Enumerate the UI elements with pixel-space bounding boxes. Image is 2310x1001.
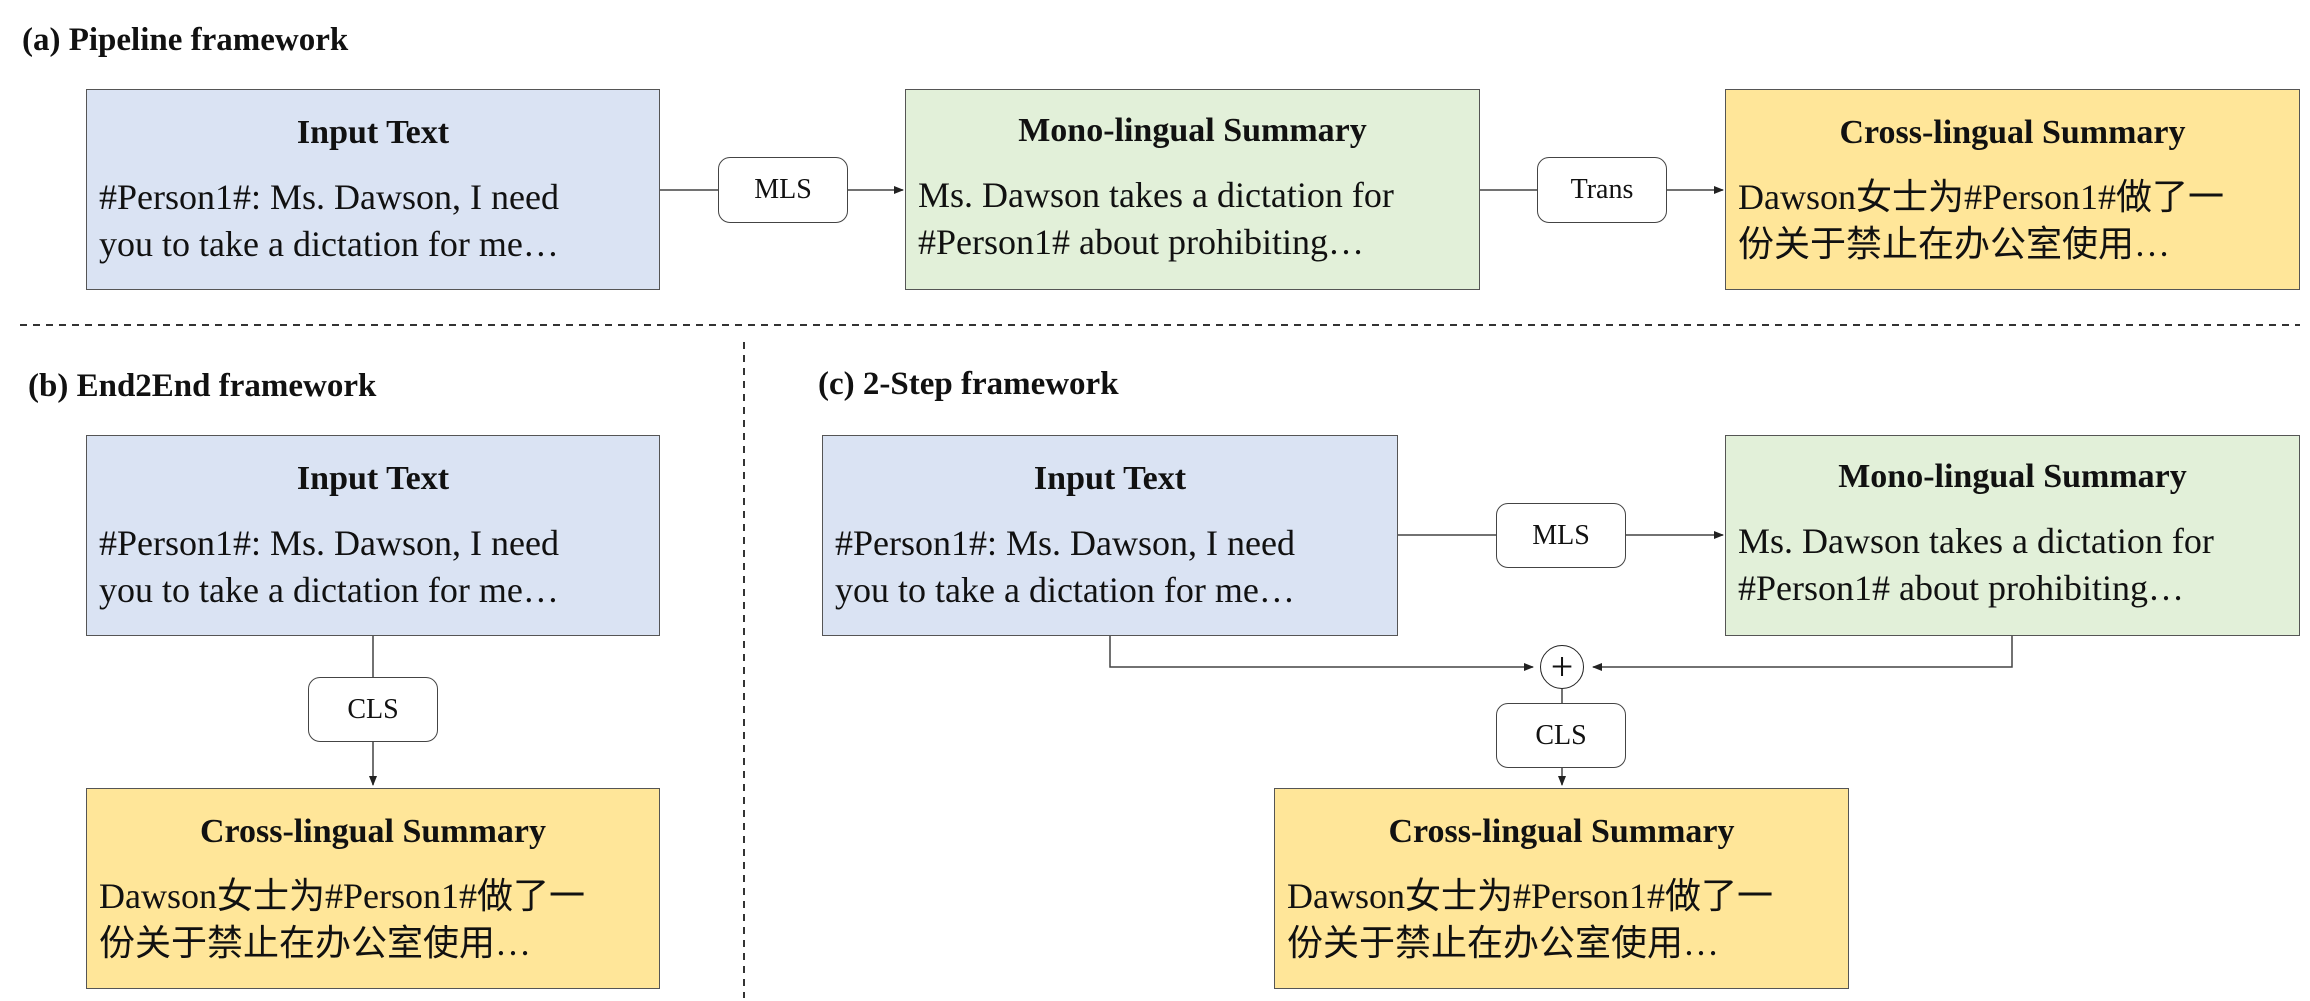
box-text: Dawson女士为#Person1#做了一 份关于禁止在办公室使用… — [1738, 177, 2224, 264]
plus-icon: + — [1540, 645, 1584, 689]
box-title: Cross-lingual Summary — [199, 813, 547, 850]
box-title: Mono-lingual Summary — [1838, 458, 2187, 495]
end2end-cross-box: Cross-lingual Summary Dawson女士为#Person1#… — [86, 788, 660, 989]
twostep-input-box: Input Text #Person1#: Ms. Dawson, I need… — [822, 435, 1398, 636]
arrow-input-to-plus — [1109, 636, 1534, 671]
box-title: Input Text — [296, 460, 450, 497]
box-text: #Person1#: Ms. Dawson, I need you to tak… — [99, 177, 559, 264]
arrow-mono-to-plus — [1592, 636, 2013, 671]
box-title: Mono-lingual Summary — [1018, 112, 1367, 149]
box-text: Ms. Dawson takes a dictation for #Person… — [1738, 521, 2214, 608]
section-title-end2end: (b) End2End framework — [28, 368, 377, 404]
twostep-cross-box: Cross-lingual Summary Dawson女士为#Person1#… — [1274, 788, 1849, 989]
box-title: Cross-lingual Summary — [1839, 114, 2186, 151]
pipeline-mono-box: Mono-lingual Summary Ms. Dawson takes a … — [905, 89, 1480, 290]
box-text: #Person1#: Ms. Dawson, I need you to tak… — [835, 523, 1295, 610]
box-title: Input Text — [296, 114, 450, 151]
twostep-mono-box: Mono-lingual Summary Ms. Dawson takes a … — [1725, 435, 2300, 636]
box-text: Ms. Dawson takes a dictation for #Person… — [918, 175, 1394, 262]
section-title-2step: (c) 2-Step framework — [818, 366, 1119, 402]
box-text: #Person1#: Ms. Dawson, I need you to tak… — [99, 523, 559, 610]
box-title: Cross-lingual Summary — [1388, 813, 1735, 850]
pipeline-input-box: Input Text #Person1#: Ms. Dawson, I need… — [86, 89, 660, 290]
box-title: Input Text — [1033, 460, 1187, 497]
mls-label: MLS — [718, 157, 848, 223]
cls-label: CLS — [1496, 703, 1626, 768]
box-text: Dawson女士为#Person1#做了一 份关于禁止在办公室使用… — [99, 876, 585, 963]
section-title-pipeline: (a) Pipeline framework — [22, 22, 349, 58]
pipeline-cross-box: Cross-lingual Summary Dawson女士为#Person1#… — [1725, 89, 2300, 290]
trans-label: Trans — [1537, 157, 1667, 223]
mls-label: MLS — [1496, 503, 1626, 568]
box-text: Dawson女士为#Person1#做了一 份关于禁止在办公室使用… — [1287, 876, 1773, 963]
end2end-input-box: Input Text #Person1#: Ms. Dawson, I need… — [86, 435, 660, 636]
cls-label: CLS — [308, 677, 438, 742]
